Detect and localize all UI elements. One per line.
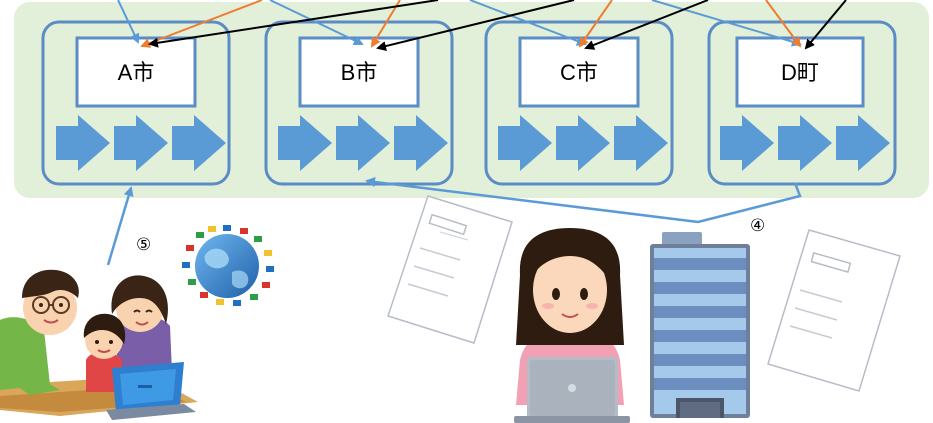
family-at-computer-illustration — [0, 269, 198, 420]
black-arrow-to-b — [376, 0, 575, 51]
orange-arrow-to-a — [140, 0, 263, 48]
document-icon-left — [387, 195, 513, 344]
arrow-four — [365, 177, 802, 224]
black-arrow-to-c — [584, 0, 709, 50]
orange-arrow-to-d — [765, 0, 802, 48]
office-building-icon — [650, 232, 750, 418]
marker-four: ④ — [750, 216, 765, 236]
process-chevrons-d — [720, 115, 890, 171]
black-arrow-to-a — [148, 0, 439, 48]
blue-arrow-to-a — [117, 0, 140, 44]
document-icon-right — [767, 229, 901, 392]
process-chevrons-b — [278, 115, 448, 171]
municipality-box-d: D町 — [707, 20, 897, 186]
municipality-box-b: B市 — [264, 20, 454, 186]
municipality-label-a: A市 — [118, 60, 155, 85]
municipality-label-d: D町 — [781, 60, 819, 85]
municipality-label-b: B市 — [341, 60, 378, 85]
process-chevrons-a — [56, 115, 226, 171]
municipality-box-a: A市 — [41, 20, 231, 186]
blue-arrow-to-c — [469, 0, 587, 46]
orange-arrow-to-b — [370, 0, 401, 48]
black-arrow-to-d — [804, 0, 847, 50]
blue-arrow-to-b — [269, 0, 364, 46]
blue-arrow-to-d — [651, 0, 802, 47]
orange-arrow-to-c — [578, 0, 613, 48]
marker-five: ⑤ — [136, 235, 151, 255]
world-globe-icon — [182, 225, 274, 306]
arrow-five — [106, 186, 134, 266]
office-worker-laptop-illustration — [514, 228, 630, 423]
top-arrows — [117, 0, 847, 51]
process-chevrons-c — [498, 115, 668, 171]
municipality-label-c: C市 — [560, 60, 598, 85]
municipality-panel — [14, 2, 929, 198]
